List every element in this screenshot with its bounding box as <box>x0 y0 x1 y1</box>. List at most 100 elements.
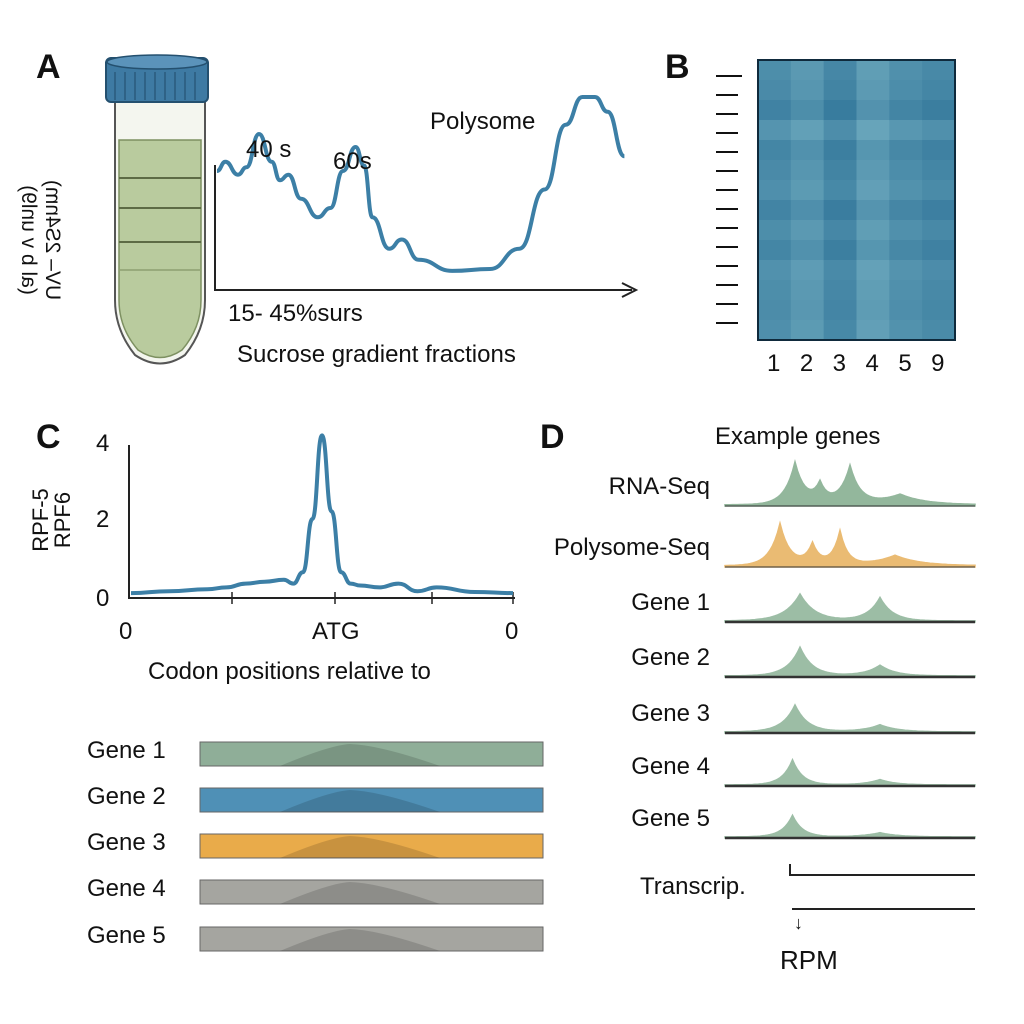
gene-bar <box>199 787 544 813</box>
heatmap-cell <box>856 60 890 81</box>
panel-b-row-ticks <box>716 75 742 324</box>
heatmap-cell <box>889 100 923 121</box>
heatmap-cell <box>889 220 923 241</box>
heatmap-cell <box>790 220 825 241</box>
ylabel-line-1: UV– 2S4nm) <box>41 179 64 301</box>
heatmap-cell <box>889 200 923 221</box>
heatmap-cell <box>823 60 857 81</box>
xtick-start: 0 <box>119 618 133 645</box>
heatmap-cell <box>856 160 890 181</box>
heatmap-cell <box>856 220 890 241</box>
ylabel-line-2: RPF6 <box>50 491 75 549</box>
panel-a-letter: A <box>36 48 61 86</box>
heatmap-cell <box>823 200 857 221</box>
heatmap-cell <box>889 320 923 341</box>
heatmap-cell <box>758 240 792 261</box>
heatmap-cell <box>889 260 923 281</box>
heatmap-cell <box>790 100 825 121</box>
heatmap-cell <box>922 160 956 181</box>
heatmap-cell <box>758 60 792 81</box>
gradient-range-label: 15- 45%surs <box>228 300 363 327</box>
panel-c-axes <box>128 445 515 604</box>
heatmap-cell <box>823 280 857 301</box>
heatmap-cell <box>922 240 956 261</box>
heatmap-cell <box>823 240 857 261</box>
heatmap-cell <box>758 300 792 321</box>
gene-bar <box>199 741 544 767</box>
heatmap-cell <box>758 220 792 241</box>
heatmap-cell <box>758 160 792 181</box>
heatmap-cell <box>889 300 923 321</box>
heatmap-cell <box>922 220 956 241</box>
transcript-scale <box>789 864 975 910</box>
column-label: 5 <box>898 350 912 377</box>
centrifuge-tube <box>105 54 209 365</box>
track-label: Gene 4 <box>631 753 710 780</box>
gene-bar-density <box>280 882 440 904</box>
ylabel-line-1: RPF-5 <box>28 488 53 552</box>
heatmap-cell <box>922 180 956 201</box>
heatmap-cell <box>856 180 890 201</box>
gene-bar-density <box>280 836 440 858</box>
heatmap-cell <box>889 280 923 301</box>
gene-bar-density <box>280 929 440 951</box>
heatmap-cell <box>856 100 890 121</box>
unit-label-rpm: RPM <box>780 945 838 975</box>
heatmap-cell <box>823 260 857 281</box>
heatmap-cell <box>758 320 792 341</box>
heatmap-cell <box>922 100 956 121</box>
panel-d-letter: D <box>540 418 565 456</box>
heatmap-cell <box>889 120 923 141</box>
panel-c-xlabel: Codon positions relative to <box>148 658 431 685</box>
heatmap-cell <box>856 320 890 341</box>
heatmap-cell <box>823 320 857 341</box>
heatmap-cell <box>856 80 890 101</box>
gene-label: Gene 1 <box>87 737 166 764</box>
heatmap-cell <box>922 80 956 101</box>
coverage-track <box>724 703 976 734</box>
heatmap-cell <box>758 120 792 141</box>
panel-d-tracks <box>724 458 976 840</box>
panel-a-ylabel: UV– 2S4nm) (al b v unl9) <box>16 140 64 340</box>
column-label: 4 <box>865 350 879 377</box>
heatmap-border <box>757 59 956 341</box>
ylabel-line-2: (al b v unl9) <box>17 185 40 295</box>
heatmap-cell <box>758 280 792 301</box>
coverage-track <box>724 592 976 623</box>
track-label: Gene 2 <box>631 644 710 671</box>
panel-a-axes <box>214 165 639 298</box>
heatmap-cell <box>823 100 857 121</box>
heatmap-cell <box>889 240 923 261</box>
heatmap-cell <box>823 120 857 141</box>
heatmap-cell <box>922 320 956 341</box>
gene-bar <box>199 926 544 952</box>
heatmap-cell <box>856 280 890 301</box>
panel-c-letter: C <box>36 418 61 456</box>
column-label: 9 <box>931 350 945 377</box>
heatmap-cell <box>758 260 792 281</box>
gene-bar-density <box>280 744 440 766</box>
coverage-track <box>724 757 976 787</box>
heatmap-cell <box>889 60 923 81</box>
ytick-2: 2 <box>96 506 110 533</box>
gene-label: Gene 3 <box>87 829 166 856</box>
heatmap-cell <box>856 260 890 281</box>
heatmap-cell <box>790 140 825 161</box>
ytick-4: 4 <box>96 430 110 457</box>
panel-c-ylabel: RPF-5 RPF6 <box>28 470 75 570</box>
heatmap-cell <box>922 300 956 321</box>
column-label: 3 <box>832 350 847 377</box>
heatmap-cell <box>758 180 792 201</box>
heatmap-cell <box>790 300 825 321</box>
heatmap-cell <box>790 160 825 181</box>
coverage-track <box>724 645 976 678</box>
gene-label: Gene 5 <box>87 922 166 949</box>
down-arrow-icon: ↓ <box>794 913 803 933</box>
heatmap-cell <box>922 60 956 81</box>
gene-bar <box>199 833 544 859</box>
heatmap-cell <box>823 80 857 101</box>
heatmap-cell <box>790 80 825 101</box>
heatmap-cell <box>922 260 956 281</box>
peak-label-60s: 60s <box>333 148 372 175</box>
heatmap-cell <box>758 100 792 121</box>
